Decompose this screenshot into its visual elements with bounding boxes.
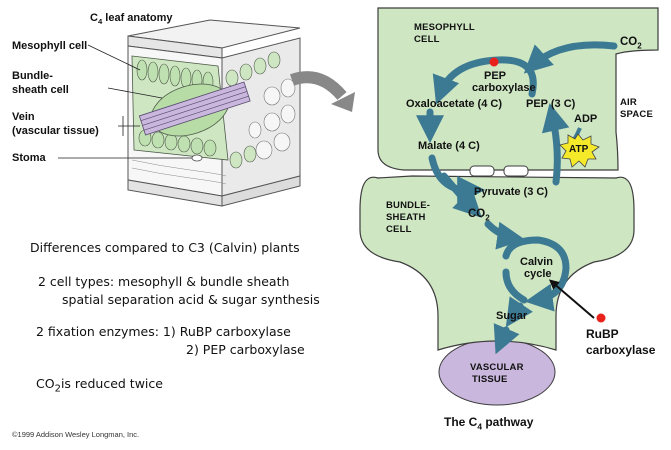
rubp-pointer — [548, 279, 595, 319]
notes-spatial-separation: spatial separation acid & sugar synthesi… — [62, 292, 320, 307]
pep-3c-label: PEP (3 C) — [526, 98, 576, 110]
bundle-sheath-line3: CELL — [386, 224, 412, 235]
leaf-cross-section — [127, 19, 301, 207]
label-bundle-sheath-line1: Bundle- — [12, 70, 53, 82]
notes-cell-types: 2 cell types: mesophyll & bundle sheath — [38, 274, 290, 289]
label-mesophyll-cell: Mesophyll cell — [12, 40, 88, 52]
pep-carboxylase-line1: PEP — [484, 70, 507, 82]
label-vein-line2: (vascular tissue) — [12, 125, 99, 137]
leaf-anatomy-title: C4 leaf anatomy — [90, 12, 173, 27]
c4-pathway-caption: The C4 pathway — [444, 415, 534, 432]
bundle-sheath-line2: SHEATH — [386, 212, 426, 223]
atp-starburst — [559, 133, 600, 168]
rubp-carboxylase-line1: RuBP — [586, 327, 619, 341]
sugar-label: Sugar — [496, 310, 528, 322]
oxaloacetate-label: Oxaloacetate (4 C) — [406, 98, 502, 110]
vascular-tissue-line1: VASCULAR — [470, 362, 524, 373]
label-stoma: Stoma — [12, 152, 46, 164]
label-vein-line1: Vein — [12, 111, 35, 123]
pyruvate-label: Pyruvate (3 C) — [474, 186, 548, 198]
bundle-sheath-line1: BUNDLE- — [386, 200, 431, 211]
rubp-carboxylase-dot — [596, 313, 606, 323]
zoom-arrow — [289, 71, 347, 101]
notes-co2-reduced: CO2is reduced twice — [36, 376, 163, 395]
notes-enzymes-1: 2 fixation enzymes: 1) RuBP carboxylase — [36, 324, 291, 339]
pep-carboxylase-line2: carboxylase — [472, 82, 536, 94]
calvin-cycle-line1: Calvin — [520, 256, 554, 268]
mesophyll-cell-line2: CELL — [414, 34, 440, 45]
co2-inner: CO2 — [468, 208, 490, 223]
atp-label: ATP — [569, 144, 589, 155]
air-space-line1: AIR — [620, 97, 637, 108]
leaf-leader-lines — [58, 44, 192, 159]
rubp-carboxylase-line2: carboxylase — [586, 343, 656, 357]
air-space-line2: SPACE — [620, 109, 654, 120]
co2-atmospheric: CO2 — [620, 36, 642, 51]
mesophyll-cell-line1: MESOPHYLL — [414, 22, 475, 33]
pep-carboxylase-dot — [489, 57, 499, 67]
vascular-tissue-line2: TISSUE — [472, 374, 508, 385]
calvin-cycle-line2: cycle — [524, 268, 552, 280]
notes-enzymes-2: 2) PEP carboxylase — [186, 342, 305, 357]
notes-heading: Differences compared to C3 (Calvin) plan… — [30, 240, 300, 255]
malate-label: Malate (4 C) — [418, 140, 480, 152]
adp-label: ADP — [574, 113, 598, 125]
copyright-notice: ©1999 Addison Wesley Longman, Inc. — [12, 430, 140, 439]
label-bundle-sheath-line2: sheath cell — [12, 84, 69, 96]
